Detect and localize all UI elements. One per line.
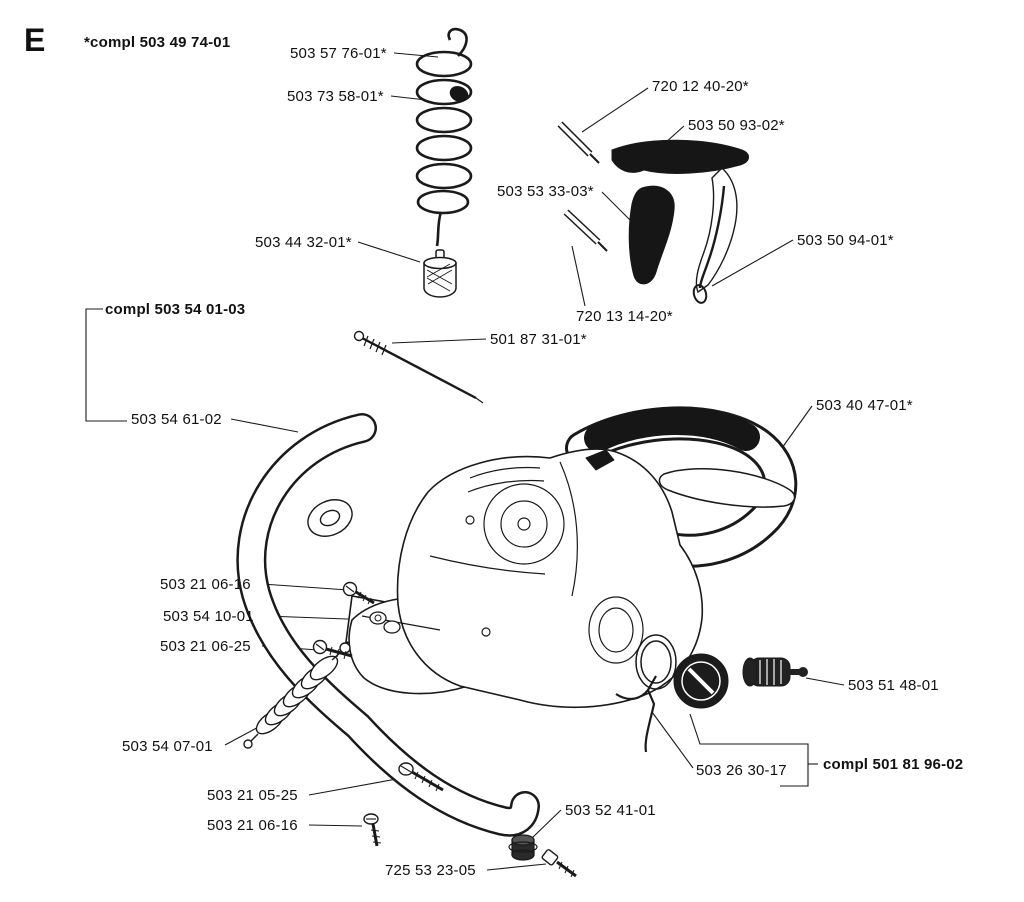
rear-handle-drawing: [565, 406, 798, 568]
part-label-503-21-06-25: 503 21 06-25: [160, 638, 251, 655]
trigger-pin-lower: [563, 209, 608, 252]
part-label-compl-501-81-96-02: compl 501 81 96-02: [823, 756, 964, 773]
choke-lever: [585, 449, 615, 471]
screw-503-21-06-16-bottom: [363, 813, 382, 847]
part-label-503-57-76-01: 503 57 76-01*: [290, 45, 387, 62]
part-label-725-53-23-05: 725 53 23-05: [385, 862, 476, 879]
part-label-compl-503-49-74-01: *compl 503 49 74-01: [84, 34, 231, 51]
screw-503-21-06-16-top: [342, 581, 375, 605]
hand-guard-drawing: [658, 468, 796, 508]
crankcase-body-drawing: [345, 448, 704, 709]
fuel-cap: [673, 653, 729, 709]
crankcase-outline: [396, 448, 704, 709]
rear-handle-grip: [584, 406, 760, 452]
part-label-501-87-31-01: 501 87 31-01*: [490, 331, 587, 348]
part-label-503-21-05-25: 503 21 05-25: [207, 787, 298, 804]
part-label-503-53-33-03: 503 53 33-03*: [497, 183, 594, 200]
screws-drawing: [312, 581, 577, 878]
fuel-line-coil-drawing: [415, 27, 473, 247]
part-label-503-44-32-01: 503 44 32-01*: [255, 234, 352, 251]
part-label-503-54-61-02: 503 54 61-02: [131, 411, 222, 428]
vibration-spring-drawing: [243, 642, 351, 749]
screw-503-21-06-25: [312, 639, 353, 660]
part-label-503-50-93-02: 503 50 93-02*: [688, 117, 785, 134]
part-label-503-21-06-16-top: 503 21 06-16: [160, 576, 251, 593]
part-label-503-21-06-16-bottom: 503 21 06-16: [207, 817, 298, 834]
cap-retainer-strap: [615, 675, 657, 753]
bracket-compl-501-81-96-02: [689, 713, 809, 787]
screw-503-21-05-25: [398, 762, 444, 792]
part-label-720-13-14-20: 720 13 14-20*: [576, 308, 673, 325]
part-label-503-52-41-01: 503 52 41-01: [565, 802, 656, 819]
plug-503-51-48-01: [742, 657, 808, 687]
fuel-line-fitting: [449, 86, 469, 102]
mount-503-54-10-01: [369, 611, 401, 634]
bushing-drawing: [508, 834, 538, 861]
part-label-503-73-58-01: 503 73 58-01*: [287, 88, 384, 105]
part-label-503-51-48-01: 503 51 48-01: [848, 677, 939, 694]
part-label-503-54-07-01: 503 54 07-01: [122, 738, 213, 755]
handle-clamp-drawing: [307, 499, 353, 537]
trigger-assembly-drawing: [557, 121, 749, 304]
part-label-503-40-47-01: 503 40 47-01*: [816, 397, 913, 414]
screw-725-53-23-05: [541, 849, 577, 878]
front-handle-drawing: [236, 413, 540, 837]
trigger-pin-upper: [557, 121, 600, 164]
cap-retainer-ring: [635, 634, 677, 690]
throttle-rod-drawing: [353, 330, 484, 404]
part-label-503-54-10-01: 503 54 10-01: [163, 608, 254, 625]
part-label-503-26-30-17: 503 26 30-17: [696, 762, 787, 779]
section-letter: E: [24, 22, 46, 58]
part-label-compl-503-54-01-03: compl 503 54 01-03: [105, 301, 246, 318]
part-label-503-50-94-01: 503 50 94-01*: [797, 232, 894, 249]
trigger-spring-clip: [692, 185, 726, 304]
part-label-720-12-40-20: 720 12 40-20*: [652, 78, 749, 95]
fuel-filter-drawing: [423, 249, 457, 298]
throttle-lockout: [628, 185, 675, 285]
fuel-cap-assembly-drawing: [615, 634, 808, 753]
bracket-compl-503-54-01-03: [85, 308, 127, 422]
throttle-trigger: [611, 139, 749, 174]
